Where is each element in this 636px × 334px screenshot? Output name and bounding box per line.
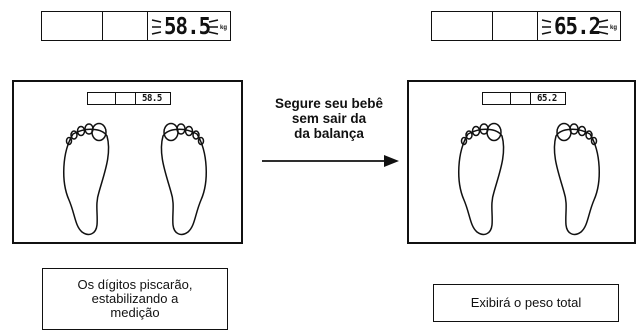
lcd-segment-divider: [537, 12, 538, 40]
blink-rays-icon: [598, 19, 609, 35]
caption-blinking-digits: Os dígitos piscarão, estabilizando a med…: [42, 268, 228, 330]
left-foot-icon: [458, 122, 505, 236]
lcd-display-large-right: 65.2 kg: [431, 11, 621, 41]
lcd-unit: kg: [220, 25, 228, 31]
lcd-segment-divider: [530, 93, 531, 104]
lcd-reading-small: 65.2: [537, 93, 557, 104]
left-foot-icon: [63, 122, 110, 236]
lcd-unit: kg: [610, 25, 618, 31]
blink-rays-icon: [208, 19, 219, 35]
lcd-segment-divider: [510, 93, 511, 104]
lcd-segment-divider: [147, 12, 148, 40]
lcd-reading-small: 58.5: [142, 93, 162, 104]
right-foot-icon: [553, 122, 600, 236]
lcd-segment-divider: [492, 12, 493, 40]
right-arrow-icon: [262, 155, 399, 167]
blink-rays-icon: [541, 19, 552, 35]
blink-rays-icon: [151, 19, 162, 35]
scale-platform-right: 65.2: [407, 80, 636, 244]
lcd-reading: 65.2: [554, 14, 601, 40]
lcd-segment-divider: [102, 12, 103, 40]
caption-total-weight: Exibirá o peso total: [433, 284, 619, 322]
scale-lcd-small: 65.2: [482, 92, 566, 105]
lcd-display-large-left: 58.5 kg: [41, 11, 231, 41]
instruction-text: Segure seu bebê sem sair da da balança: [274, 96, 384, 141]
scale-platform-left: 58.5: [12, 80, 243, 244]
lcd-reading: 58.5: [164, 14, 211, 40]
lcd-segment-divider: [135, 93, 136, 104]
scale-lcd-small: 58.5: [87, 92, 171, 105]
right-foot-icon: [160, 122, 207, 236]
lcd-segment-divider: [115, 93, 116, 104]
